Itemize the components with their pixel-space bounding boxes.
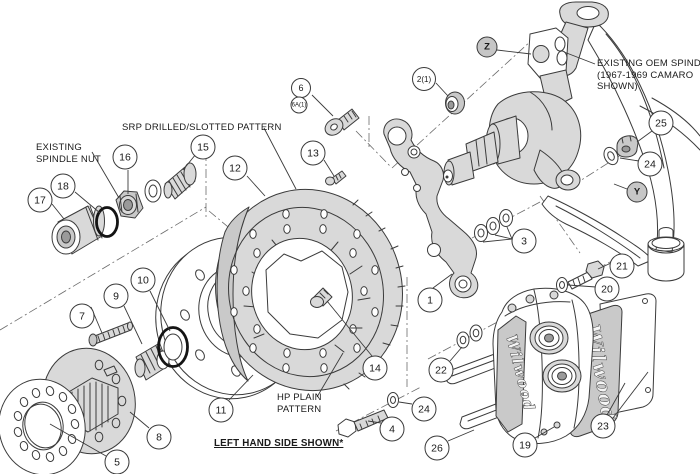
leader-lines	[49, 49, 653, 457]
callout-25: 25	[648, 110, 674, 136]
control-arm-drawing	[541, 97, 700, 282]
caliper-bracket-drawing	[383, 118, 479, 299]
oem-spindle-drawing	[443, 1, 675, 253]
label-srp-pattern: SRP DRILLED/SLOTTED PATTERN	[122, 122, 282, 134]
fastener-hardware-top	[324, 91, 513, 242]
callout-11: 11	[208, 397, 234, 423]
spindle-nut-chain-drawing	[51, 162, 197, 255]
label-hp-plain-pattern-line2: PATTERN	[277, 403, 322, 415]
callout-3: 3	[511, 228, 537, 254]
label-existing-oem-spindle-line1: EXISTING OEM SPINDLE*	[597, 58, 700, 69]
label-existing-oem-spindle: EXISTING OEM SPINDLE* (1967-1969 CAMARO …	[597, 58, 700, 93]
callout-18: 18	[50, 173, 76, 199]
washer24-nut25-drawing	[603, 135, 639, 166]
label-hp-plain-pattern-line1: HP PLAIN	[277, 392, 322, 403]
callout-13: 13	[300, 140, 326, 166]
label-existing-oem-spindle-line3: SHOWN)	[597, 81, 638, 92]
callout-7: 7	[69, 303, 95, 329]
callout-20: 20	[594, 276, 620, 302]
callout-17: 17	[27, 187, 53, 213]
callout-10: 10	[130, 267, 156, 293]
callout-14: 14	[362, 355, 388, 381]
hub-drawing	[0, 347, 136, 474]
bolt21-washer20-drawing	[556, 260, 605, 293]
callout-6a-1: 6A(1)	[290, 96, 308, 114]
callout-24-right: 24	[637, 151, 663, 177]
callout-23: 23	[590, 413, 616, 439]
callout-6: 6	[291, 78, 311, 98]
callout-26: 26	[424, 435, 450, 461]
callout-z: Z	[476, 36, 498, 58]
callout-22: 22	[428, 357, 454, 383]
label-existing-spindle-nut-line2: SPINDLE NUT	[36, 153, 102, 165]
callout-19: 19	[512, 432, 538, 458]
srp-rotor-drawing	[215, 188, 406, 392]
callout-16: 16	[112, 144, 138, 170]
label-left-hand-side: LEFT HAND SIDE SHOWN*	[214, 438, 343, 450]
label-left-hand-side-line: LEFT HAND SIDE SHOWN*	[214, 438, 344, 449]
callout-21: 21	[609, 253, 635, 279]
label-existing-spindle-nut: EXISTING SPINDLE NUT	[36, 142, 101, 165]
callout-24-left: 24	[411, 396, 437, 422]
callout-1: 1	[417, 287, 443, 313]
callout-12: 12	[222, 155, 248, 181]
caliper-assembly-drawing: Wilwood Wilwood	[445, 287, 657, 444]
callout-5: 5	[104, 449, 130, 474]
label-existing-spindle-nut-line1: EXISTING	[36, 142, 82, 153]
callout-y: Y	[626, 181, 648, 203]
callout-2-1: 2(1)	[412, 67, 436, 91]
callout-4: 4	[379, 416, 405, 442]
label-srp-pattern-line: SRP DRILLED/SLOTTED PATTERN	[122, 122, 282, 133]
label-hp-plain-pattern: HP PLAIN PATTERN	[277, 392, 322, 415]
callout-9: 9	[103, 283, 129, 309]
callout-15: 15	[190, 134, 216, 160]
label-existing-oem-spindle-line2: (1967-1969 CAMARO	[597, 69, 694, 81]
stud-bearing-seal-drawing	[88, 321, 189, 381]
callout-8: 8	[146, 424, 172, 450]
